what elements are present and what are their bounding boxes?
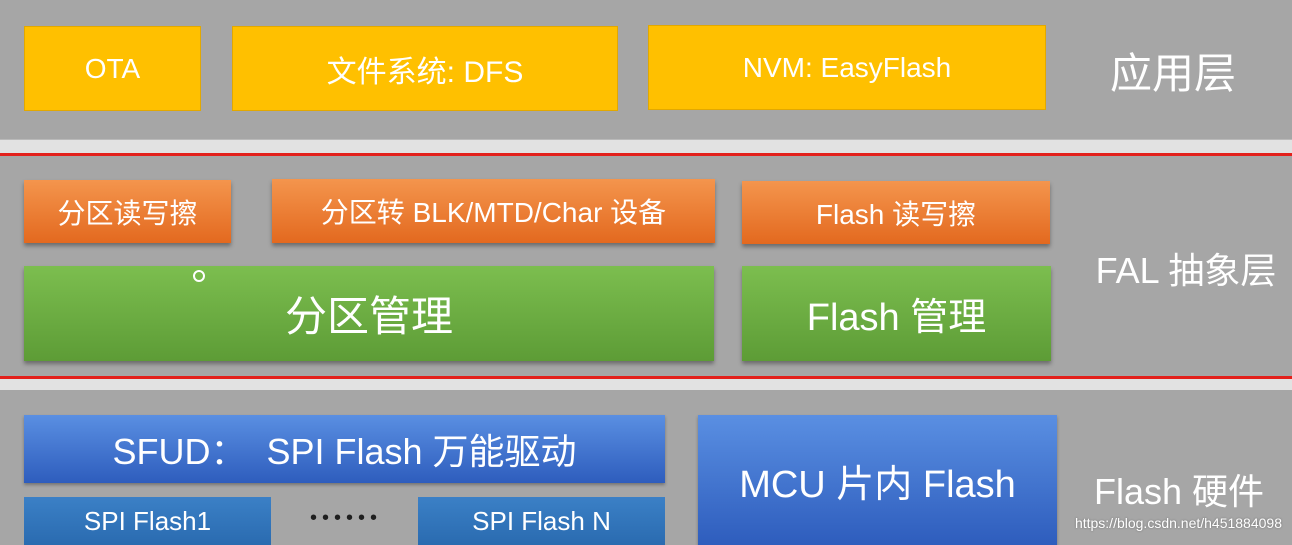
ellipsis-dots: •••••• xyxy=(309,506,382,529)
mcu-internal-flash-label: MCU 片内 Flash xyxy=(739,463,1016,506)
partition-rw-label: 分区读写擦 xyxy=(57,197,198,229)
sfud-driver-label: SFUD： SPI Flash 万能驱动 xyxy=(112,431,577,472)
dfs-box: 文件系统: DFS xyxy=(232,26,618,111)
dfs-label: 文件系统: DFS xyxy=(326,55,524,89)
spi-flash-1-label: SPI Flash1 xyxy=(83,505,212,536)
partition-manager-label: 分区管理 xyxy=(284,293,453,340)
flash-rw-box: Flash 读写擦 xyxy=(742,181,1050,244)
application-layer-band xyxy=(0,0,1292,140)
application-layer-label: 应用层 xyxy=(1109,49,1236,97)
flash-manager-label: Flash 管理 xyxy=(806,297,987,339)
partition-manager-box: 分区管理 xyxy=(24,266,714,361)
partition-to-device-label: 分区转 BLK/MTD/Char 设备 xyxy=(320,197,667,228)
nvm-easyflash-label: NVM: EasyFlash xyxy=(742,51,952,83)
flash-manager-box: Flash 管理 xyxy=(742,266,1051,361)
spi-flash-1-box: SPI Flash1 xyxy=(24,497,271,545)
ota-box: OTA xyxy=(24,26,201,111)
mcu-internal-flash-box: MCU 片内 Flash xyxy=(698,415,1057,545)
fal-layer-label: FAL 抽象层 xyxy=(1095,250,1277,291)
fal-layer-bottom-border xyxy=(0,376,1292,379)
partition-to-device-box: 分区转 BLK/MTD/Char 设备 xyxy=(272,179,715,243)
fal-layer-top-border xyxy=(0,153,1292,156)
sfud-driver-box: SFUD： SPI Flash 万能驱动 xyxy=(24,415,665,483)
hardware-layer-label: Flash 硬件 xyxy=(1093,471,1265,512)
ota-label: OTA xyxy=(84,52,141,84)
nvm-easyflash-box: NVM: EasyFlash xyxy=(648,25,1046,110)
watermark-url: https://blog.csdn.net/h451884098 xyxy=(1074,515,1282,531)
partition-rw-box: 分区读写擦 xyxy=(24,180,231,243)
circle-icon xyxy=(193,270,205,282)
layer-separator-top xyxy=(0,140,1292,153)
spi-flash-n-box: SPI Flash N xyxy=(418,497,665,545)
spi-flash-n-label: SPI Flash N xyxy=(472,505,611,536)
layer-separator-bottom xyxy=(0,379,1292,390)
flash-rw-label: Flash 读写擦 xyxy=(815,198,977,230)
